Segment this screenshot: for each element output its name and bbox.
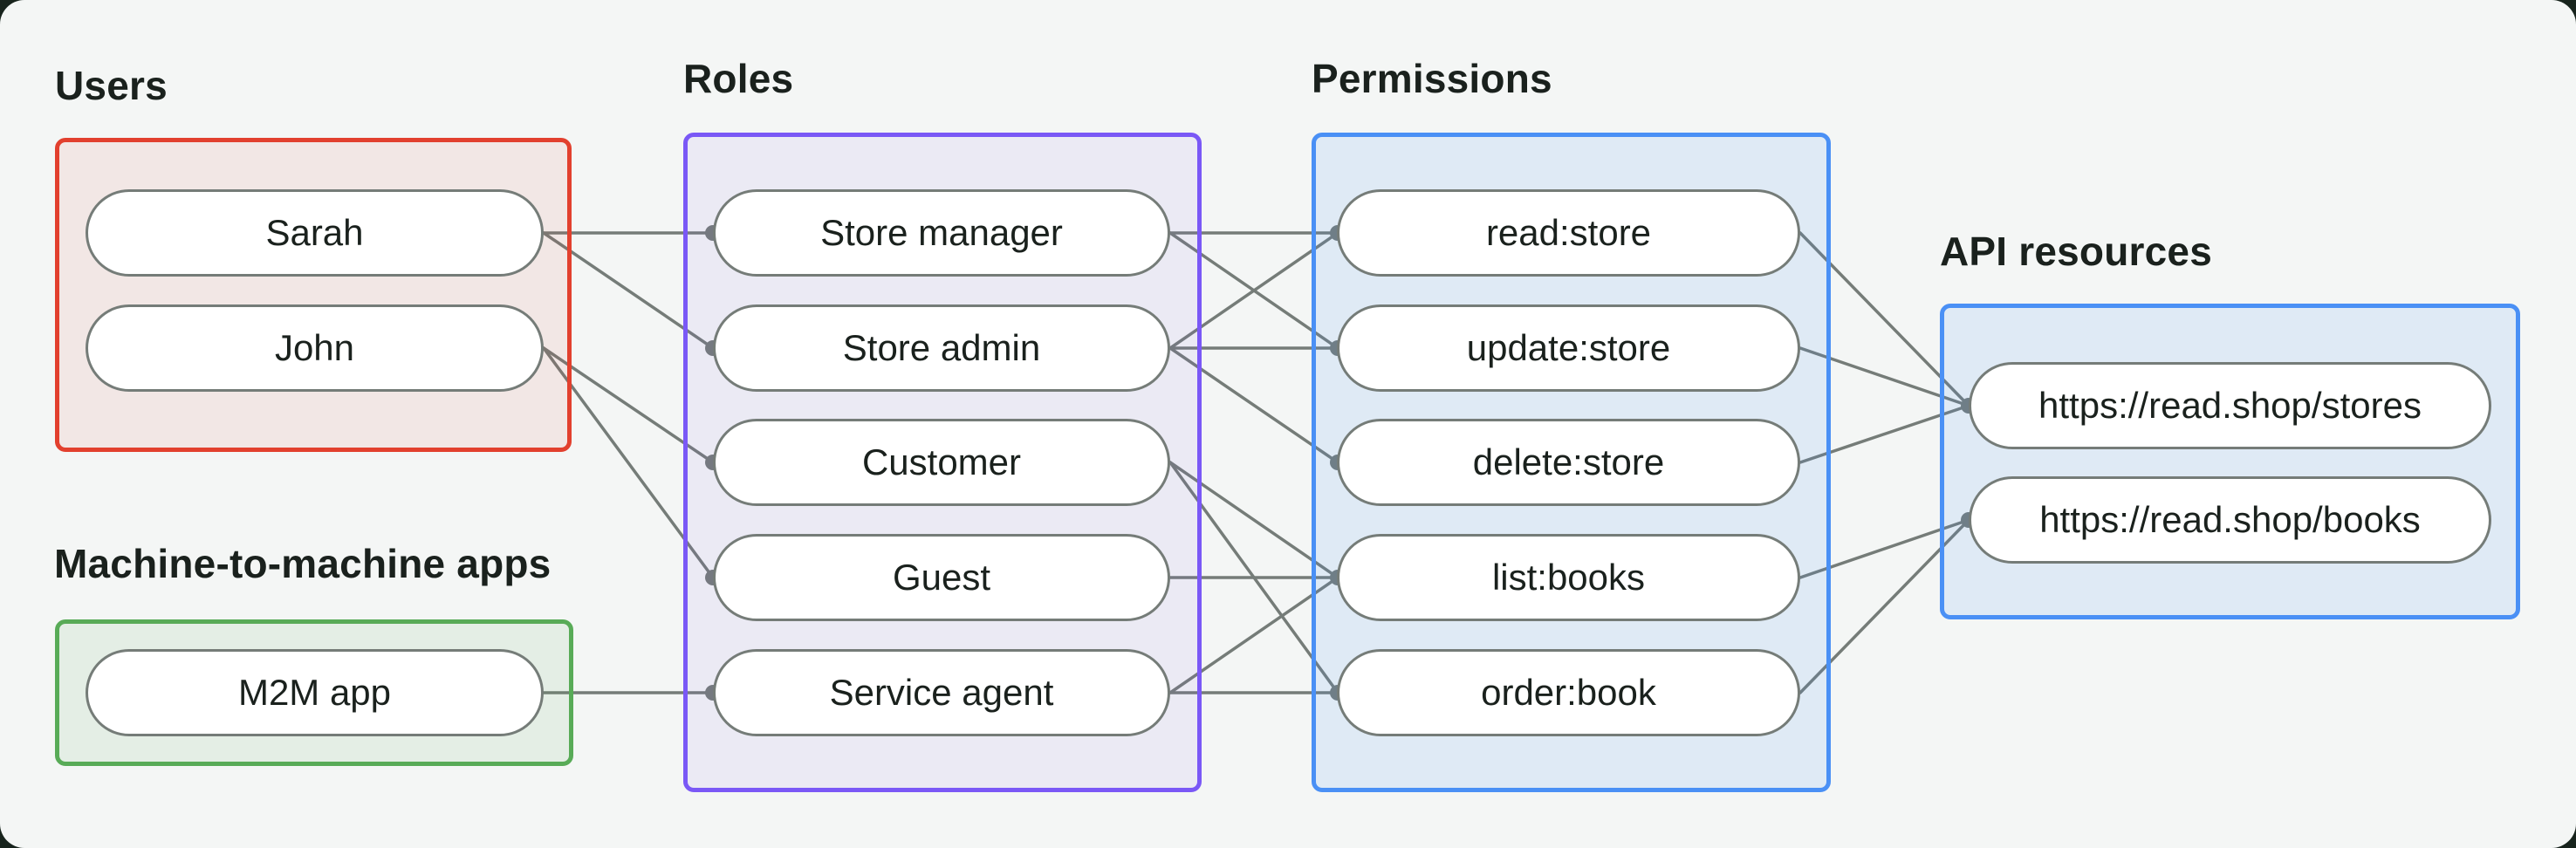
m2m-section-title: Machine-to-machine apps (54, 541, 552, 586)
api-resources-group-box (1940, 304, 2520, 619)
node-m2m-app: M2M app (86, 649, 544, 736)
node-role-customer: Customer (713, 419, 1170, 506)
node-permission-list-books: list:books (1337, 534, 1800, 621)
node-role-store-admin: Store admin (713, 304, 1170, 392)
permissions-section-title: Permissions (1312, 56, 1552, 101)
node-role-service-agent: Service agent (713, 649, 1170, 736)
node-user-john: John (86, 304, 544, 392)
node-role-store-manager: Store manager (713, 189, 1170, 277)
node-permission-delete-store: delete:store (1337, 419, 1800, 506)
node-permission-order-book: order:book (1337, 649, 1800, 736)
node-user-sarah: Sarah (86, 189, 544, 277)
node-role-guest: Guest (713, 534, 1170, 621)
users-section-title: Users (55, 63, 168, 108)
node-api-resource-stores: https://read.shop/stores (1969, 362, 2491, 449)
node-permission-read-store: read:store (1337, 189, 1800, 277)
users-group-box (55, 138, 572, 452)
node-api-resource-books: https://read.shop/books (1969, 476, 2491, 564)
roles-section-title: Roles (683, 56, 794, 101)
node-permission-update-store: update:store (1337, 304, 1800, 392)
api-resources-section-title: API resources (1940, 229, 2212, 274)
